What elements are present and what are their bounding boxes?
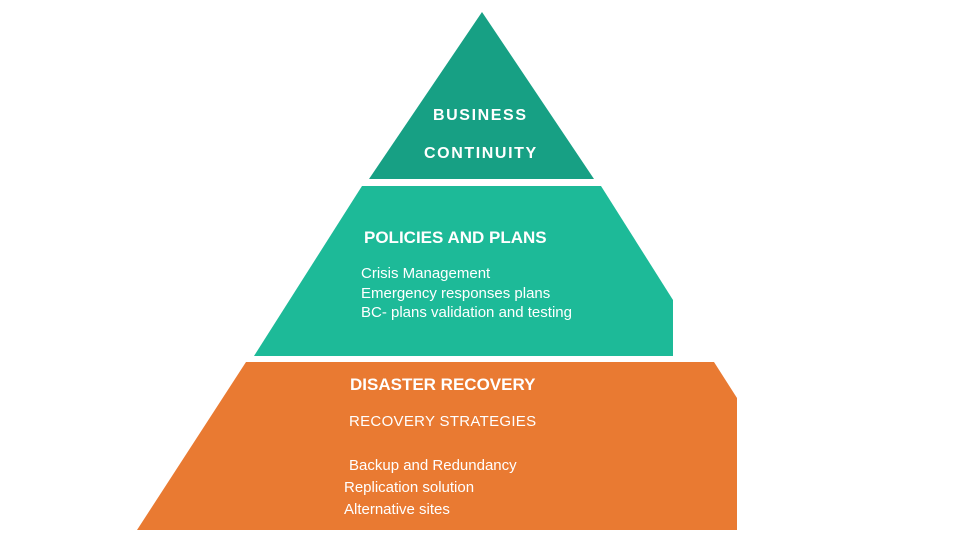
tier-disaster-recovery-title: DISASTER RECOVERY bbox=[350, 375, 536, 394]
tier-business-continuity-title-line-1: BUSINESS bbox=[433, 107, 528, 124]
recovery-item: Alternative sites bbox=[344, 501, 450, 518]
tier-policies-and-plans-title: POLICIES AND PLANS bbox=[364, 228, 547, 247]
policies-item: Emergency responses plans bbox=[361, 285, 551, 302]
tier-policies-and-plans-shape bbox=[254, 186, 673, 356]
tier-business-continuity-shape bbox=[369, 12, 594, 179]
tier-disaster-recovery-subtitle: RECOVERY STRATEGIES bbox=[349, 413, 537, 430]
tier-disaster-recovery-shape bbox=[137, 362, 737, 530]
recovery-item: Replication solution bbox=[344, 479, 475, 496]
recovery-item: Backup and Redundancy bbox=[349, 457, 517, 474]
tier-business-continuity-title-line-2: CONTINUITY bbox=[424, 145, 538, 162]
policies-item: BC- plans validation and testing bbox=[361, 304, 572, 321]
policies-item: Crisis Management bbox=[361, 265, 491, 282]
